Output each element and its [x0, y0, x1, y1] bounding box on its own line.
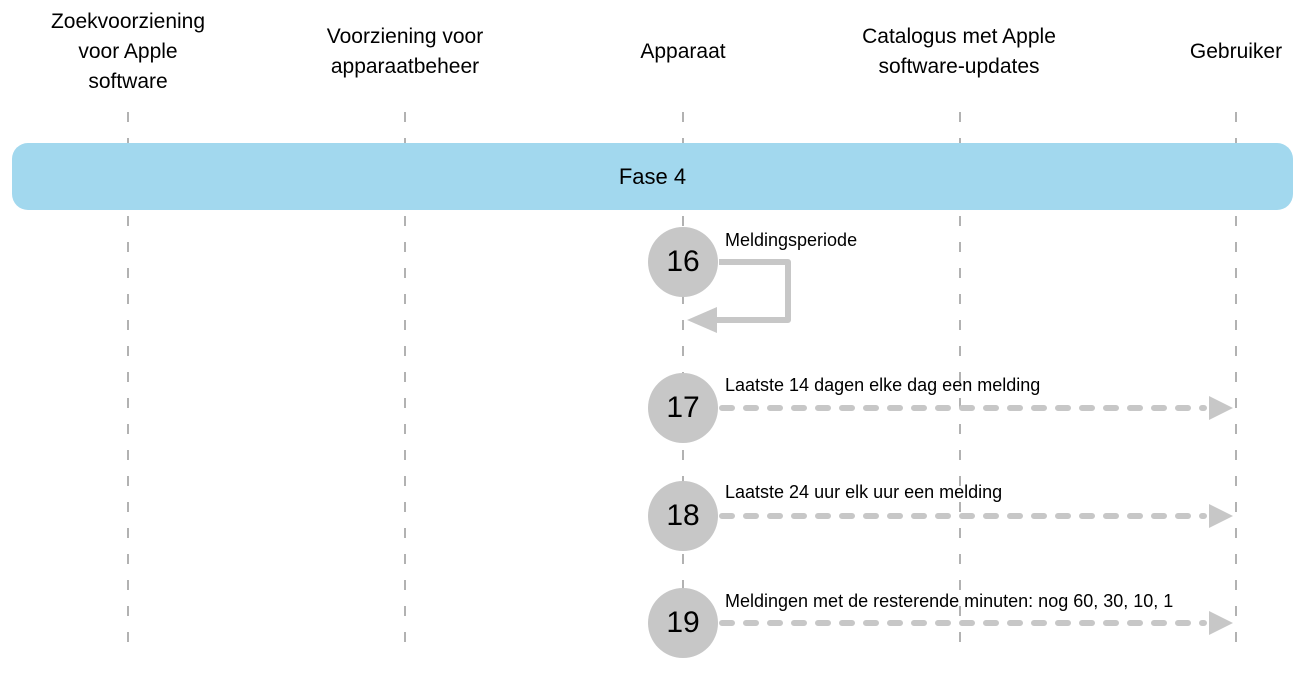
arrowhead-right-icon: [1209, 504, 1233, 528]
arrowhead-right-icon: [1209, 611, 1233, 635]
step-circle-18: 18: [648, 481, 718, 551]
step-number: 18: [666, 499, 700, 532]
lane-header-label: Zoekvoorziening voor Apple software: [50, 10, 206, 93]
step-circle-17: 17: [648, 373, 718, 443]
lane-header-zoekvoorziening: Zoekvoorziening voor Apple software: [42, 0, 214, 104]
phase-banner-label: Fase 4: [618, 163, 687, 189]
step-circle-19: 19: [648, 588, 718, 658]
step-label-16: Meldingsperiode: [725, 230, 858, 250]
arrowhead-left-icon: [687, 307, 717, 333]
step-label-19: Meldingen met de resterende minuten: nog…: [725, 591, 1174, 611]
lane-header-label: Gebruiker: [1189, 40, 1283, 63]
step-circle-16: 16: [648, 227, 718, 297]
phase-banner: Fase 4: [12, 143, 1293, 210]
lane-header-label: Catalogus met Apple software-updates: [862, 25, 1056, 78]
lane-header-catalogus: Catalogus met Apple software-updates: [829, 0, 1089, 104]
lane-header-label: Voorziening voor apparaatbeheer: [326, 25, 484, 78]
step-number: 16: [666, 245, 700, 278]
lane-header-voorziening-apparaatbeheer: Voorziening voor apparaatbeheer: [300, 0, 510, 104]
lane-header-gebruiker: Gebruiker: [1136, 0, 1303, 104]
self-loop-arrow-step-16: [717, 259, 791, 323]
arrowhead-right-icon: [1209, 396, 1233, 420]
step-label-18: Laatste 24 uur elk uur een melding: [725, 482, 1003, 502]
step-number: 19: [666, 606, 700, 639]
lane-header-apparaat: Apparaat: [573, 0, 793, 104]
step-number: 17: [666, 391, 700, 424]
lane-header-label: Apparaat: [640, 40, 726, 63]
step-label-17: Laatste 14 dagen elke dag een melding: [725, 375, 1041, 395]
